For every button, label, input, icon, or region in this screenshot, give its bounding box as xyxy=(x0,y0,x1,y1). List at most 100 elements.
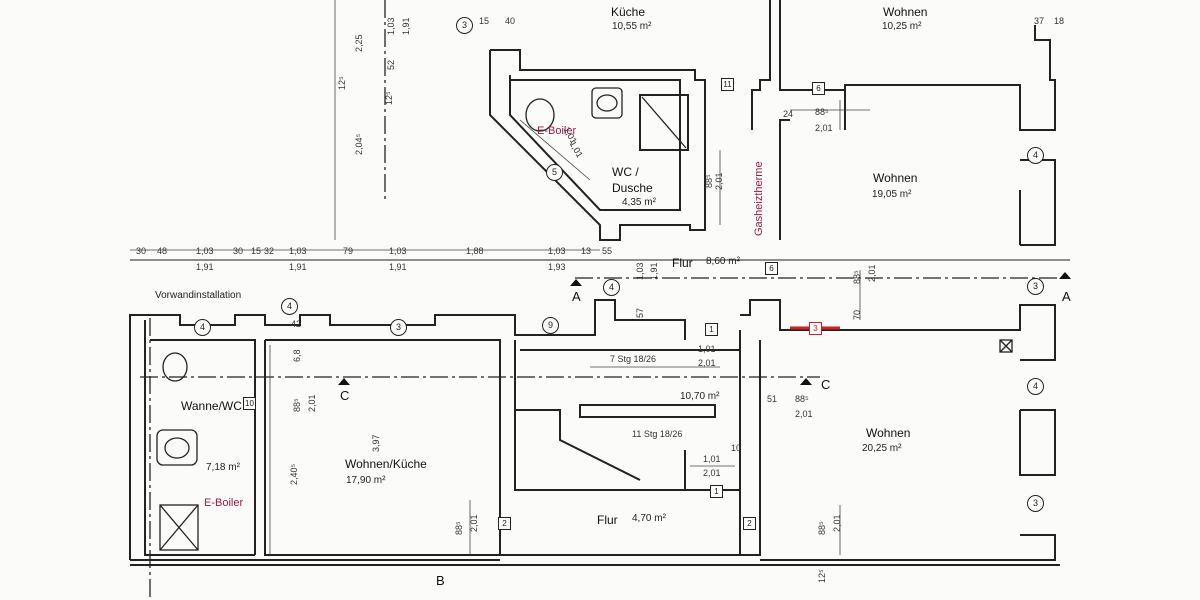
room-area-wc-dusche: 4,35 m² xyxy=(622,197,656,208)
box-6-top: 6 xyxy=(812,82,825,95)
box-3-red: 3 xyxy=(809,322,822,335)
vdim-885-br: 88⁵ xyxy=(817,521,827,535)
circle-4-wall: 4 xyxy=(194,319,211,336)
dim-row1-12: 55 xyxy=(602,246,613,256)
circle-4-r0: 4 xyxy=(1027,147,1044,164)
dim-row1-9: 1,88 xyxy=(466,246,484,256)
dim-885-top-h: 88⁵ xyxy=(815,107,829,117)
circle-9: 9 xyxy=(542,317,559,334)
vdim-125b: 12⁵ xyxy=(384,91,394,105)
room-area-wohnen-r1: 19,05 m² xyxy=(872,189,912,200)
vdim-204: 2,04⁵ xyxy=(354,133,364,155)
room-name-flur-bottom: Flur xyxy=(597,513,618,527)
dim-51: 51 xyxy=(767,394,778,404)
vdim-225: 2,25 xyxy=(354,34,364,52)
room-name-wohnen-r2: Wohnen xyxy=(866,426,911,440)
section-c-right-marker xyxy=(800,378,812,385)
dim-885-mid-h: 88⁵ xyxy=(795,394,809,404)
dim-row1-1: 48 xyxy=(157,246,168,256)
vdim-201-br: 2,01 xyxy=(832,514,842,532)
dim-row1-0: 30 xyxy=(136,246,147,256)
room-name-wc-dusche-2: Dusche xyxy=(612,181,653,195)
dim-2-01-b: 2,01 xyxy=(703,468,721,478)
dim-row1-5: 32 xyxy=(264,246,275,256)
dim-row1-3: 30 xyxy=(233,246,244,256)
dim-1-01-a: 1,01 xyxy=(698,344,716,354)
box-10: 10 xyxy=(243,397,256,410)
circle-4-mid: 4 xyxy=(603,279,620,296)
box-2-left: 2 xyxy=(498,517,511,530)
dim-42: 42 xyxy=(291,319,302,329)
vdim-201-l: 2,01 xyxy=(307,394,317,412)
vorwand-label: Vorwandinstallation xyxy=(155,290,242,301)
vdim-885-r: 88⁵ xyxy=(852,270,862,284)
room-area-wanne-wc: 7,18 m² xyxy=(206,462,240,473)
room-name-kueche: Küche xyxy=(611,5,646,19)
room-area-kueche: 10,55 m² xyxy=(612,21,652,32)
dim-row2-3: 1,93 xyxy=(548,262,566,272)
vdim-52: 52 xyxy=(386,59,396,70)
room-name-flur-top: Flur xyxy=(672,256,693,270)
box-1-low: 1 xyxy=(710,485,723,498)
e-boiler-label-bottom: E-Boiler xyxy=(204,497,244,509)
vdim-2405: 2,40⁵ xyxy=(289,463,299,485)
dim-201-mid-h: 2,01 xyxy=(795,409,813,419)
vdim-191b: 1,91 xyxy=(649,262,659,280)
dim-top-40: 40 xyxy=(505,16,516,26)
vdim-103b: 1,03 xyxy=(635,262,645,280)
box-6-flur: 6 xyxy=(765,262,778,275)
vdim-68: 6,8 xyxy=(292,349,302,362)
room-area-wohnen-top: 10,25 m² xyxy=(882,21,922,32)
room-area-wohnen-r2: 20,25 m² xyxy=(862,443,902,454)
room-name-wanne-wc: Wanne/WC xyxy=(181,399,242,413)
dim-1-01-b: 1,01 xyxy=(703,454,721,464)
section-c-left-marker xyxy=(338,378,350,385)
vdim-57: 57 xyxy=(635,307,645,318)
stairs-upper-label: 7 Stg 18/26 xyxy=(610,354,657,364)
circle-3-r2: 3 xyxy=(1027,495,1044,512)
room-name-wohnen-kueche: Wohnen/Küche xyxy=(345,457,427,471)
dim-row1-7: 79 xyxy=(343,246,354,256)
room-area-flur-bottom: 4,70 m² xyxy=(632,513,666,524)
vdim-103: 1,03 xyxy=(386,17,396,35)
dim-201-top-h: 2,01 xyxy=(815,123,833,133)
room-area-wohnen-kueche: 17,90 m² xyxy=(346,475,386,486)
vdim-885-b: 88⁵ xyxy=(454,521,464,535)
section-c-left: C xyxy=(340,388,350,403)
dim-row2-2: 1,91 xyxy=(389,262,407,272)
vdim-397: 3,97 xyxy=(371,434,381,452)
dim-row1-11: 13 xyxy=(581,246,592,256)
section-a-left: A xyxy=(572,289,581,304)
dim-row1-6: 1,03 xyxy=(289,246,307,256)
circle-3-top: 3 xyxy=(456,17,473,34)
room-name-wc-dusche-1: WC / xyxy=(612,165,639,179)
section-c-right: C xyxy=(821,377,831,392)
dim-top-18: 18 xyxy=(1054,16,1065,26)
room-name-wohnen-top: Wohnen xyxy=(883,5,928,19)
circle-3-left: 3 xyxy=(390,319,407,336)
dim-top-37: 37 xyxy=(1034,16,1045,26)
room-area-stair-landing: 10,70 m² xyxy=(680,391,720,402)
dim-row2-1: 1,91 xyxy=(289,262,307,272)
dim-row1-2: 1,03 xyxy=(196,246,214,256)
vdim-125c: 12⁵ xyxy=(817,569,827,583)
vdim-885-wc: 88⁵ xyxy=(704,174,714,188)
circle-4-left: 4 xyxy=(281,298,298,315)
dim-10: 10 xyxy=(731,443,742,453)
box-1-stair: 1 xyxy=(705,323,718,336)
box-11: 11 xyxy=(721,78,734,91)
vdim-201-wc: 2,01 xyxy=(714,172,724,190)
dim-row2-0: 1,91 xyxy=(196,262,214,272)
dim-row1-10: 1,03 xyxy=(548,246,566,256)
dim-row1-4: 15 xyxy=(251,246,262,256)
circle-3-r1: 3 xyxy=(1027,278,1044,295)
stairs-lower-label: 11 Stg 18/26 xyxy=(632,429,683,439)
vdim-125a: 12⁵ xyxy=(337,76,347,90)
dim-top-15: 15 xyxy=(479,16,490,26)
section-a-right-marker xyxy=(1059,272,1071,279)
vdim-70: 70 xyxy=(852,309,862,320)
vdim-191: 1,91 xyxy=(401,17,411,35)
room-name-wohnen-r1: Wohnen xyxy=(873,171,918,185)
